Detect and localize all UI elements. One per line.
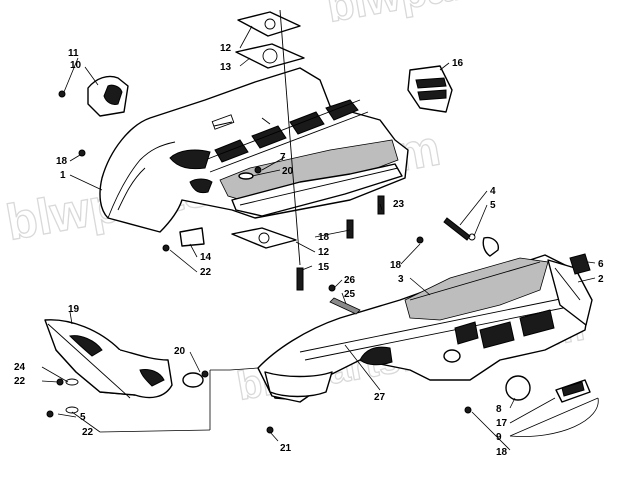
callout-22-mid: 22	[14, 376, 26, 387]
callout-1: 1	[60, 170, 66, 181]
lower-belly-pan	[257, 254, 593, 403]
callout-18-mid: 18	[318, 232, 330, 243]
bracket	[179, 227, 205, 247]
callout-4: 4	[490, 186, 496, 197]
callout-15: 15	[318, 262, 330, 273]
headlight-housing	[58, 75, 129, 117]
callout-25: 25	[344, 289, 356, 300]
callout-11: 11	[68, 48, 79, 59]
callout-18-left: 18	[56, 156, 68, 167]
leader-lines	[41, 25, 599, 451]
callouts: 11 10 12 13 16 18 1 7 20 23 18 12 15 14 …	[14, 43, 604, 458]
callout-16: 16	[452, 58, 464, 69]
callout-10: 10	[70, 60, 82, 71]
callout-26: 26	[344, 275, 356, 286]
callout-13: 13	[220, 62, 232, 73]
callout-2: 2	[598, 274, 604, 285]
upper-belly-pan	[99, 67, 409, 233]
callout-20-bottom: 20	[174, 346, 186, 357]
callout-7: 7	[280, 152, 286, 163]
callout-18-bottom: 18	[496, 447, 508, 458]
callout-8: 8	[496, 404, 502, 415]
callout-14: 14	[200, 252, 212, 263]
callout-22-bottom: 22	[82, 427, 94, 438]
callout-5-left: 5	[80, 412, 86, 423]
callout-21: 21	[280, 443, 292, 454]
front-bumper	[44, 319, 173, 399]
callout-24: 24	[14, 362, 26, 373]
callout-18-right: 18	[390, 260, 402, 271]
callout-3: 3	[398, 274, 404, 285]
callout-17: 17	[496, 418, 508, 429]
callout-5-right: 5	[490, 200, 496, 211]
callout-20-top: 20	[282, 166, 294, 177]
grille	[407, 65, 453, 113]
callout-12-bottom: 12	[318, 247, 330, 258]
plates	[231, 9, 305, 291]
callout-12-top: 12	[220, 43, 232, 54]
mount-block	[569, 253, 591, 275]
callout-22-top: 22	[200, 267, 212, 278]
callout-27: 27	[374, 392, 386, 403]
callout-23: 23	[393, 199, 405, 210]
callout-9: 9	[496, 432, 502, 443]
watermark-top: blwpartsfiche.com	[323, 0, 631, 32]
callout-19: 19	[68, 304, 80, 315]
callout-6: 6	[598, 259, 604, 270]
